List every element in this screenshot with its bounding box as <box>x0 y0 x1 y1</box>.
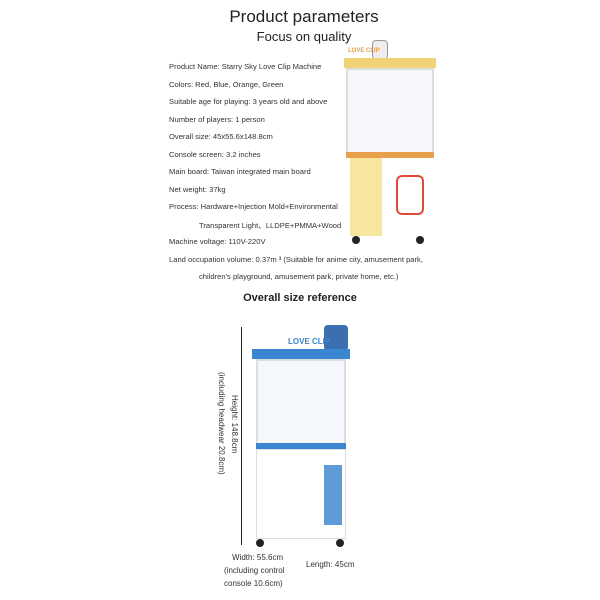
size-section-title: Overall size reference <box>243 292 357 304</box>
spec-volume: Land occupation volume: 0.37m ³ (Suitabl… <box>169 255 423 264</box>
length-label: Length: 45cm <box>306 560 355 569</box>
height-note-label: (including headwear 20.8cm) <box>217 372 226 475</box>
claw-machine-image-blue: LOVE CLIP <box>252 325 352 550</box>
height-arrow <box>241 327 242 545</box>
page-subtitle: Focus on quality <box>256 29 352 44</box>
machine-logo: LOVE CLIP <box>348 48 380 54</box>
spec-screen: Console screen: 3.2 inches <box>169 150 261 159</box>
spec-process-cont: Transparent Light、LLDPE+PMMA+Wood <box>199 221 342 230</box>
spec-colors: Colors: Red, Blue, Orange, Green <box>169 80 284 89</box>
spec-voltage: Machine voltage: 110V-220V <box>169 237 266 246</box>
spec-age: Suitable age for playing: 3 years old an… <box>169 97 328 106</box>
spec-product-name: Product Name: Starry Sky Love Clip Machi… <box>169 62 322 71</box>
spec-board: Main board: Taiwan integrated main board <box>169 167 311 176</box>
spec-volume-cont: children's playground, amusement park, p… <box>199 272 399 281</box>
spec-size: Overall size: 45x55.6x148.8cm <box>169 132 273 141</box>
height-label: Height: 148.8cm <box>230 395 239 454</box>
claw-machine-image-yellow: LOVE CLIP <box>344 40 436 250</box>
spec-process: Process: Hardware+Injection Mold+Environ… <box>169 202 338 211</box>
width-note1: (including control <box>224 566 285 575</box>
page-title: Product parameters <box>229 7 379 26</box>
width-label: Width: 55.6cm <box>232 553 284 562</box>
spec-players: Number of players: 1 person <box>169 115 265 124</box>
spec-weight: Net weight: 37kg <box>169 185 226 194</box>
machine-logo-blue: LOVE CLIP <box>288 337 331 346</box>
width-note2: console 10.6cm) <box>224 579 283 588</box>
